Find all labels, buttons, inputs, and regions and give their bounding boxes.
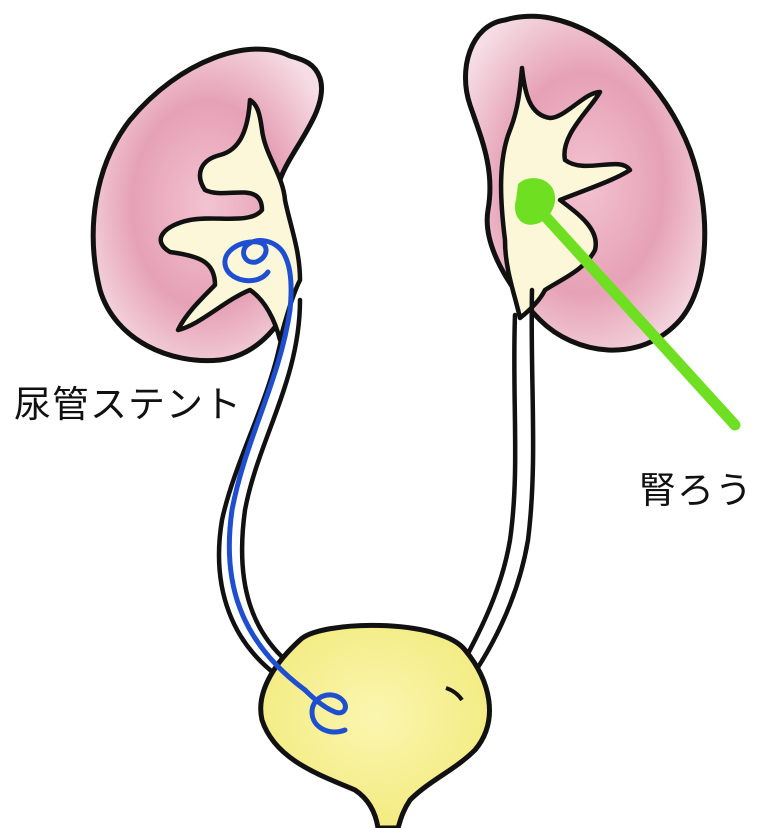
bladder — [261, 625, 490, 828]
nephrostomy-label: 腎ろう — [639, 472, 753, 509]
right-kidney — [465, 16, 704, 350]
bladder-body — [261, 625, 490, 828]
nephrostomy-tube-tip — [517, 180, 553, 223]
right-ureter — [448, 290, 533, 700]
right-ureter-inner-line — [455, 290, 533, 700]
ureteral-stent-label: 尿管ステント — [14, 386, 242, 423]
right-ureter-outer-line — [448, 315, 515, 690]
